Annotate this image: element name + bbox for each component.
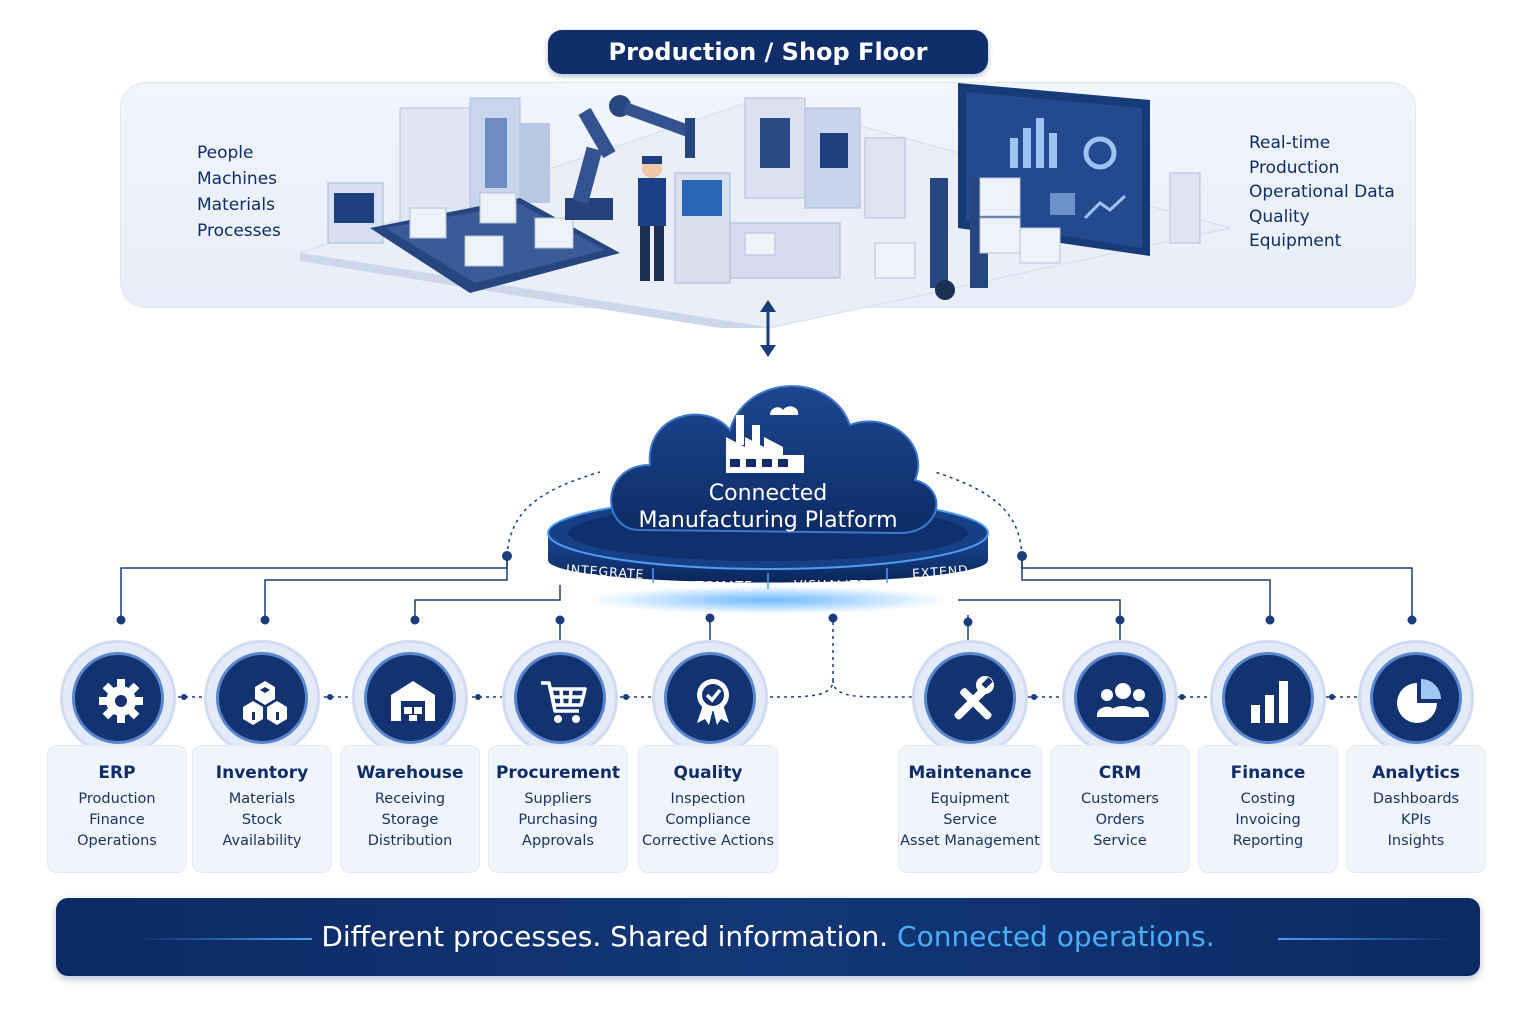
cart-icon: [541, 681, 587, 723]
module-finance-icon-badge: [1210, 640, 1326, 756]
module-item: Invoicing: [1235, 812, 1301, 828]
module-crm[interactable]: CRM Customers Orders Service: [1050, 745, 1190, 873]
tagline-banner: Different processes. Shared information.…: [56, 898, 1480, 976]
module-item: Dashboards: [1372, 791, 1460, 807]
module-name: ERP: [98, 763, 136, 783]
module-inventory-icon-badge: [204, 640, 320, 756]
list-item: Equipment: [1249, 231, 1342, 251]
bidirectional-arrow-icon: [760, 300, 776, 357]
module-item: Insights: [1387, 833, 1445, 849]
list-item: Operational Data: [1249, 182, 1395, 202]
module-item: Storage: [381, 812, 439, 828]
module-erp[interactable]: ERP Production Finance Operations: [47, 745, 187, 873]
warehouse-icon: [391, 681, 435, 721]
module-item: Reporting: [1232, 833, 1304, 849]
module-item: Asset Management: [900, 833, 1040, 849]
module-item: Approvals: [522, 833, 594, 849]
module-warehouse[interactable]: Warehouse Receiving Storage Distribution: [340, 745, 480, 873]
module-item: Costing: [1240, 791, 1296, 807]
tagline-text: Different processes. Shared information.…: [56, 898, 1480, 976]
module-name: Maintenance: [908, 763, 1032, 783]
module-quality-icon-badge: [652, 640, 768, 756]
module-name: Analytics: [1372, 763, 1460, 783]
gear-icon: [99, 679, 143, 723]
platform-title: Connected Manufacturing Platform: [600, 480, 936, 534]
module-item: Materials: [228, 791, 296, 807]
module-analytics[interactable]: Analytics Dashboards KPIs Insights: [1346, 745, 1486, 873]
platform-title-line1: Connected: [708, 481, 828, 506]
list-item: Machines: [197, 169, 278, 189]
module-name: Warehouse: [356, 763, 464, 783]
module-item: Corrective Actions: [641, 833, 775, 849]
tagline-part1: Different processes. Shared information.: [321, 920, 889, 953]
module-quality[interactable]: Quality Inspection Compliance Corrective…: [638, 745, 778, 873]
module-item: Service: [943, 812, 997, 828]
list-item: Processes: [197, 221, 281, 241]
shop-floor-inputs-list: People Machines Materials Processes: [197, 140, 281, 244]
module-item: KPIs: [1400, 812, 1432, 828]
shop-floor-data-list: Real-time Production Operational Data Qu…: [1249, 131, 1395, 254]
module-maintenance[interactable]: Maintenance Equipment Service Asset Mana…: [898, 745, 1042, 873]
pie-chart-icon: [1397, 679, 1441, 723]
pillar-visualize: VISUALIZE: [794, 577, 868, 592]
boxes-icon: [243, 681, 287, 725]
module-item: Equipment: [930, 791, 1010, 807]
module-name: CRM: [1098, 763, 1142, 783]
module-procurement-icon-badge: [502, 640, 618, 756]
module-item: Receiving: [374, 791, 446, 807]
module-item: Production: [78, 791, 156, 807]
platform-title-line2: Manufacturing Platform: [638, 508, 898, 533]
module-item: Orders: [1095, 812, 1145, 828]
module-item: Stock: [241, 812, 283, 828]
module-maintenance-icon-badge: [912, 640, 1028, 756]
module-warehouse-icon-badge: [352, 640, 468, 756]
pillar-automate: AUTOMATE: [676, 578, 754, 593]
module-procurement[interactable]: Procurement Suppliers Purchasing Approva…: [488, 745, 628, 873]
list-item: Quality: [1249, 206, 1310, 227]
module-item: Finance: [89, 812, 145, 828]
module-crm-icon-badge: [1062, 640, 1178, 756]
bar-chart-icon: [1251, 681, 1288, 723]
tools-icon: [954, 676, 994, 720]
factory-icon: [726, 406, 804, 473]
shop-floor-title: Production / Shop Floor: [548, 30, 988, 74]
award-badge-icon: [697, 679, 729, 725]
module-name: Procurement: [495, 763, 621, 783]
module-item: Inspection: [670, 791, 746, 807]
module-name: Finance: [1230, 763, 1306, 783]
module-item: Purchasing: [518, 812, 598, 828]
list-item: People: [197, 143, 254, 163]
module-item: Operations: [77, 833, 157, 849]
cloud-platform: [547, 385, 989, 614]
list-item: Real-time: [1249, 133, 1331, 153]
list-item: Production: [1249, 157, 1340, 178]
factory-floor-illustration: [299, 83, 1231, 328]
module-item: Distribution: [367, 833, 453, 849]
module-analytics-icon-badge: [1358, 640, 1474, 756]
module-item: Customers: [1081, 791, 1159, 807]
module-item: Availability: [222, 833, 302, 849]
module-item: Suppliers: [524, 791, 592, 807]
banner-divider-right: [1278, 938, 1454, 940]
module-finance[interactable]: Finance Costing Invoicing Reporting: [1198, 745, 1338, 873]
module-inventory[interactable]: Inventory Materials Stock Availability: [192, 745, 332, 873]
module-name: Inventory: [215, 763, 309, 783]
list-item: Materials: [197, 195, 275, 215]
people-icon: [1097, 683, 1149, 717]
module-item: Service: [1093, 833, 1147, 849]
module-erp-icon-badge: [60, 640, 176, 756]
banner-divider-left: [136, 938, 312, 940]
tagline-part2: Connected operations.: [897, 920, 1215, 953]
module-item: Compliance: [665, 812, 751, 828]
module-name: Quality: [673, 763, 743, 783]
